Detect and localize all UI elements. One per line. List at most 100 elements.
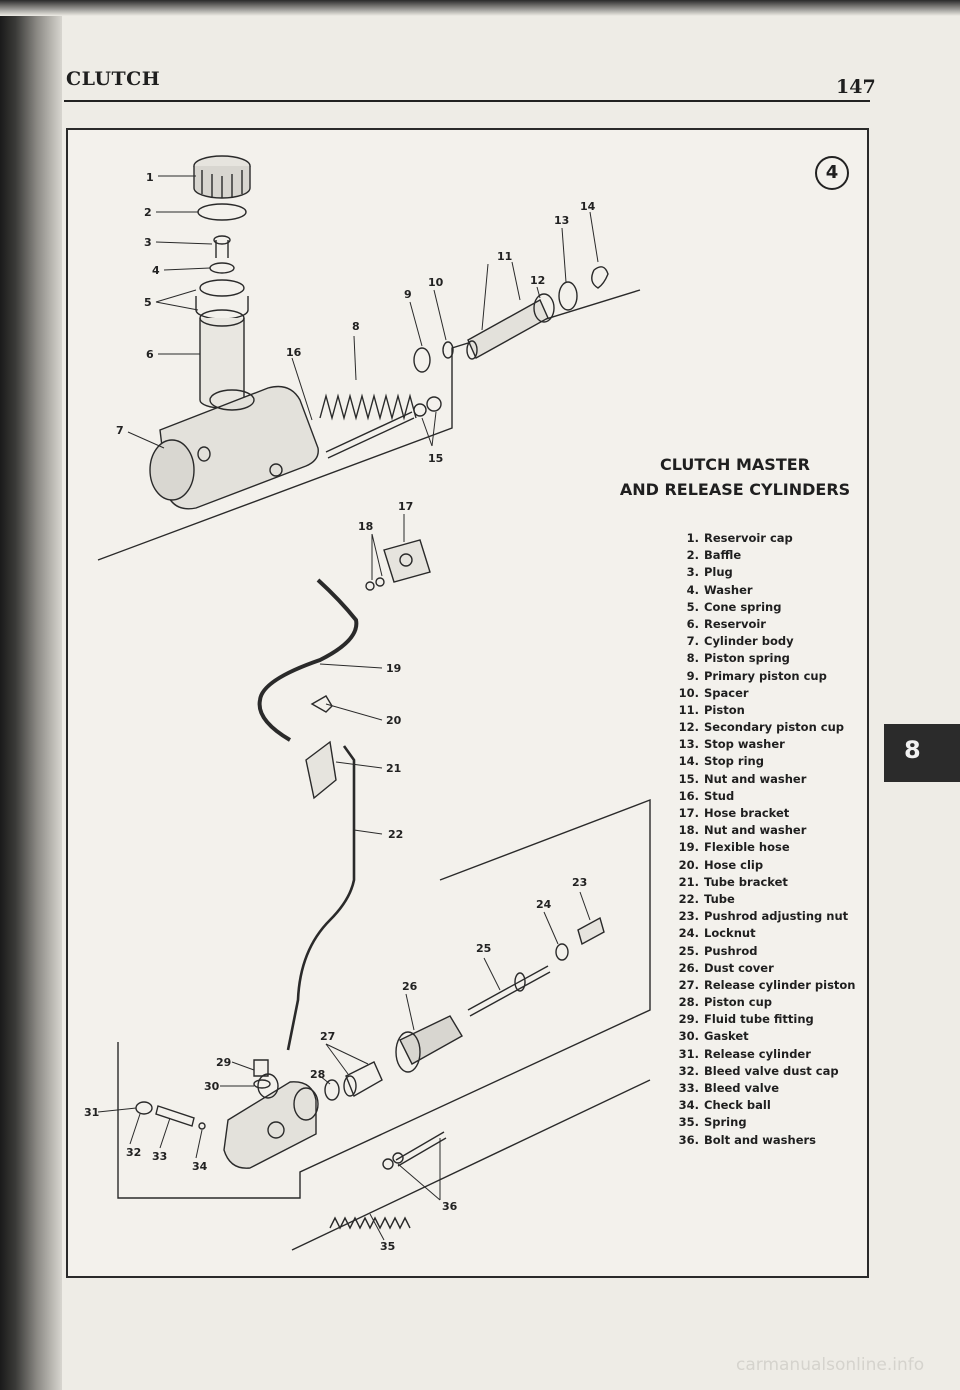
legend-item-label: Flexible hose xyxy=(704,840,790,855)
legend-item-number: 19. xyxy=(678,840,699,855)
legend-item: 24.Locknut xyxy=(677,925,856,942)
legend-item-label: Piston cup xyxy=(704,995,773,1010)
legend-item-label: Release cylinder piston xyxy=(704,977,856,992)
piston-spring-drawing xyxy=(319,393,417,421)
legend-item: 12.Secondary piston cup xyxy=(677,719,856,736)
cylinder-body-drawing xyxy=(149,385,319,510)
legend-item-number: 33. xyxy=(678,1081,699,1095)
callout-1: 1 xyxy=(146,171,154,184)
legend-item-number: 34. xyxy=(678,1098,699,1113)
nut-18-drawing xyxy=(365,581,375,591)
legend-item: 9.Primary piston cup xyxy=(677,668,856,685)
legend-item: 29.Fluid tube fitting xyxy=(677,1011,856,1028)
hose-clip-drawing xyxy=(310,695,333,713)
legend-item-number: 6. xyxy=(686,616,699,631)
release-panel-outline xyxy=(117,798,651,1199)
legend-item-label: Primary piston cup xyxy=(704,668,827,683)
legend-item-number: 7. xyxy=(686,634,699,649)
callout-14: 14 xyxy=(580,200,596,213)
legend-item-number: 8. xyxy=(686,651,699,666)
callout-21: 21 xyxy=(386,762,401,775)
legend-item-number: 23. xyxy=(678,909,699,924)
callout-28: 28 xyxy=(310,1068,325,1081)
legend-item-label: Nut and washer xyxy=(704,823,807,838)
legend-item-label: Cylinder body xyxy=(704,634,794,649)
legend-item-label: Locknut xyxy=(704,926,756,941)
callout-3: 3 xyxy=(144,236,152,249)
legend-item: 30. Gasket xyxy=(677,1028,856,1045)
callout-19: 19 xyxy=(386,662,401,675)
legend-item: 5. Cone spring xyxy=(677,599,856,616)
callout-15: 15 xyxy=(428,452,443,465)
callout-11: 11 xyxy=(497,250,512,263)
legend-item-label: Spring xyxy=(704,1115,747,1130)
legend-item: 25.Pushrod xyxy=(677,943,856,960)
chapter-tab-label: 8 xyxy=(904,736,921,764)
legend-item-number: 5. xyxy=(686,599,699,614)
legend-item-number: 32. xyxy=(678,1063,699,1078)
legend-item-number: 22. xyxy=(678,891,699,906)
legend-item: 26.Dust cover xyxy=(677,960,856,977)
legend-item-number: 36. xyxy=(678,1132,699,1147)
hose-bracket-drawing xyxy=(383,539,431,583)
callout-5: 5 xyxy=(144,296,152,309)
book-gutter-shadow xyxy=(0,0,62,1390)
piston-drawing xyxy=(466,293,555,360)
stud-drawing xyxy=(325,411,415,459)
legend-item: 7. Cylinder body xyxy=(677,633,856,650)
adjusting-nut-drawing xyxy=(577,916,605,946)
legend-item-number: 27. xyxy=(678,977,699,992)
legend-item: 2.Baffle xyxy=(677,547,856,564)
legend-item-label: Spacer xyxy=(704,685,749,700)
callout-22: 22 xyxy=(388,828,403,841)
legend-item-number: 35. xyxy=(678,1115,699,1130)
legend-item: 15. Nut and washer xyxy=(677,771,856,788)
release-cylinder-drawing xyxy=(223,1073,319,1169)
legend-item: 20.Hose clip xyxy=(677,857,856,874)
figure-title-line-2: AND RELEASE CYLINDERS xyxy=(619,480,851,499)
legend-item-number: 25. xyxy=(678,943,699,958)
legend-item-label: Bleed valve xyxy=(704,1081,780,1095)
legend-item-label: Pushrod adjusting nut xyxy=(704,909,849,924)
legend-item: 23. Pushrod adjusting nut xyxy=(677,908,856,925)
legend-item-label: Nut and washer xyxy=(704,771,807,786)
legend-item: 36.Bolt and washers xyxy=(677,1132,856,1149)
chapter-tab xyxy=(884,724,960,782)
legend-item-label: Gasket xyxy=(704,1029,749,1044)
legend-item-number: 15. xyxy=(678,771,699,786)
callout-32: 32 xyxy=(126,1146,141,1159)
callout-8: 8 xyxy=(352,320,360,333)
legend-item-number: 30. xyxy=(678,1029,699,1044)
legend-item-number: 2. xyxy=(686,548,699,563)
legend-item-number: 31. xyxy=(678,1046,699,1061)
baffle-drawing xyxy=(197,203,247,221)
legend-item: 19. Flexible hose xyxy=(677,839,856,856)
legend-item-label: Tube bracket xyxy=(704,874,788,889)
callout-29: 29 xyxy=(216,1056,231,1069)
locknut-drawing xyxy=(555,943,569,961)
legend-item: 6.Reservoir xyxy=(677,616,856,633)
callout-4: 4 xyxy=(152,264,160,277)
legend-item-label: Reservoir cap xyxy=(704,531,793,545)
legend-item-number: 21. xyxy=(678,874,699,889)
legend-item-label: Hose bracket xyxy=(704,806,790,820)
legend-item: 31.Release cylinder xyxy=(677,1046,856,1063)
return-spring-drawing xyxy=(329,1216,411,1230)
callout-9: 9 xyxy=(404,288,412,301)
legend-item-label: Check ball xyxy=(704,1098,771,1113)
callout-13: 13 xyxy=(554,214,569,227)
legend-item: 8.Piston spring xyxy=(677,650,856,667)
legend-item: 13.Stop washer xyxy=(677,736,856,753)
legend-item: 28.Piston cup xyxy=(677,994,856,1011)
legend-item: 1.Reservoir cap xyxy=(677,530,856,547)
callout-30: 30 xyxy=(204,1080,220,1093)
legend-item-number: 10. xyxy=(678,685,699,700)
callout-20: 20 xyxy=(386,714,402,727)
stop-washer-drawing xyxy=(558,281,578,311)
reservoir-drawing xyxy=(195,279,249,409)
legend-item-label: Cone spring xyxy=(704,599,782,614)
fluid-fitting-drawing xyxy=(253,1059,271,1089)
legend-item-label: Stop washer xyxy=(704,737,785,752)
